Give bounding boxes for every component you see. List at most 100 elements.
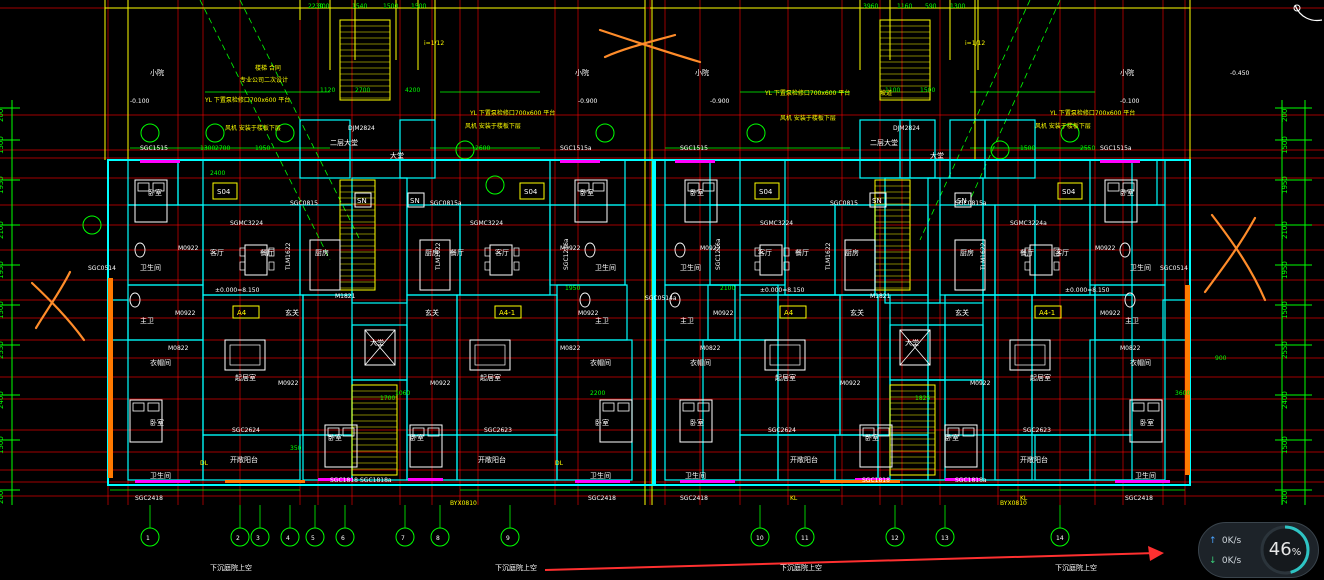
sn-label-3: SN [957, 197, 967, 205]
dining-table-1 [489, 244, 513, 276]
note-15: KL [1020, 495, 1028, 502]
markup-x-right-b [1203, 216, 1257, 294]
dining-table-2-chair3 [783, 261, 790, 271]
room-label-entry-45: 玄关 [425, 308, 439, 317]
window-1 [560, 160, 600, 163]
grid-bubble-13 [1050, 527, 1070, 547]
bed-8-pillow2 [342, 427, 355, 437]
room-label-dining-14: 餐厅 [1020, 248, 1034, 257]
review-markup-strokes [30, 4, 1323, 571]
s04-label-1: S04 [524, 188, 538, 196]
grid-bubble-text-1: 2 [236, 535, 240, 542]
sofa-0 [224, 339, 266, 371]
dining-table-0 [244, 244, 268, 276]
room-label-dining-13: 餐厅 [795, 248, 809, 257]
wall-west-25 [299, 119, 351, 179]
dining-table-3 [1029, 244, 1053, 276]
dim-left-text-5: 1500 [0, 301, 5, 319]
bed-0-pillow2 [152, 182, 165, 192]
dim-text-14: 1100 [885, 87, 900, 94]
room-label-balcony-51: 开敞阳台 [1020, 455, 1048, 464]
room-label-toilet-55: 卫生间 [1135, 471, 1156, 480]
note-17: BYX0810 [1000, 500, 1027, 507]
sofa-3 [1009, 339, 1051, 371]
dim-right-text-9: 200 [1281, 491, 1289, 504]
dim-text-3: 1500 [411, 3, 426, 10]
dining-table-1-chair2 [513, 247, 520, 257]
room-label-master_bath-24: 主卫 [140, 316, 154, 325]
opening-tag-7: SGMC3224a [1010, 220, 1047, 227]
room-label-dining-11: 餐厅 [260, 248, 274, 257]
bed-9 [409, 424, 443, 468]
vertical-tag-5: SGC1216a [715, 238, 722, 270]
markup-arrow-head [1148, 546, 1164, 561]
cpu-ring-fill [1260, 525, 1310, 575]
bed-8 [324, 424, 358, 468]
opening-tag-4: SGMC3224 [230, 220, 263, 227]
opening-tag-13: SGC2623 [484, 427, 512, 434]
bed-5-pillow2 [617, 402, 630, 412]
toilet-3 [1124, 292, 1136, 308]
dim-right-text-6: 2550 [1281, 341, 1289, 359]
grid-bubble-text-6: 7 [401, 535, 405, 542]
room-label-master_bath-26: 主卫 [680, 316, 694, 325]
opening-tag-6: SGMC3224 [760, 220, 793, 227]
stair-outline-1 [874, 179, 911, 291]
opening-tag-19: SGC2418 [1125, 495, 1153, 502]
opening-tag-36: M0922 [278, 380, 299, 387]
opening-tag-41: M1821 [870, 293, 891, 300]
dim-text-28: 2200 [590, 390, 605, 397]
grid-bubble-11 [885, 527, 905, 547]
room-label-below_void-63: 下沉庭院上空 [495, 563, 537, 572]
dim-left-text-0: 200 [0, 109, 5, 122]
bed-9-pillow2 [427, 427, 440, 437]
dim-text-27: 1060 [395, 390, 410, 397]
unit-tag-box-0 [232, 305, 260, 319]
room-label-bedroom-5: 卧室 [580, 188, 594, 197]
level-mark-4: ±0.000=8.150 [760, 287, 805, 294]
room-label-hall-56: 大堂 [370, 338, 384, 347]
top-bubble-9 [82, 215, 102, 235]
unit-tag-box-2 [779, 305, 807, 319]
dim-right-text-1: 1500 [1281, 136, 1289, 154]
balcony-edge-3 [820, 480, 900, 483]
bed-11-pillow1 [947, 427, 960, 437]
grid-bubble-1 [230, 527, 250, 547]
s04-label-0: S04 [217, 188, 231, 196]
grid-bubble-3 [280, 527, 300, 547]
network-cpu-widget[interactable]: ↑ 0K/s ↓ 0K/s 46% [1198, 522, 1319, 578]
kitchen-counter-0 [309, 239, 341, 291]
room-label-living-8: 客厅 [210, 248, 224, 257]
dim-left-text-4: 1950 [0, 261, 5, 279]
dining-table-1-chair0 [484, 247, 491, 257]
room-label-bedroom-40: 卧室 [328, 433, 342, 442]
unit-tag-1: A4-1 [499, 309, 515, 317]
window-9 [408, 478, 443, 481]
grid-bubble-7 [430, 527, 450, 547]
upload-speed-value: 0K/s [1221, 536, 1242, 546]
room-label-hall-57: 大堂 [905, 338, 919, 347]
opening-tag-38: M0922 [840, 380, 861, 387]
bed-5-pillow1 [602, 402, 615, 412]
dining-table-0-chair0 [239, 247, 246, 257]
wall-outlines [104, 0, 1191, 505]
window-7 [1115, 480, 1170, 483]
room-label-kitchen-19: 厨房 [960, 248, 974, 257]
window-3 [1100, 160, 1140, 163]
grid-bubble-text-12: 13 [941, 535, 949, 542]
dim-left-text-7: 2400 [0, 391, 5, 409]
opening-tag-27: M0922 [1095, 245, 1116, 252]
room-label-bedroom-43: 卧室 [945, 433, 959, 442]
elevator-x2-0 [364, 329, 396, 366]
room-label-cloakroom-28: 衣帽间 [150, 358, 171, 367]
sofa-1 [469, 339, 511, 371]
room-label-hall-58: 大堂 [390, 151, 404, 160]
bed-0 [134, 179, 168, 223]
s04-label-3: S04 [1062, 188, 1076, 196]
dining-table-1-chair3 [513, 261, 520, 271]
elevator-0 [364, 329, 396, 366]
bed-3 [1104, 179, 1138, 223]
